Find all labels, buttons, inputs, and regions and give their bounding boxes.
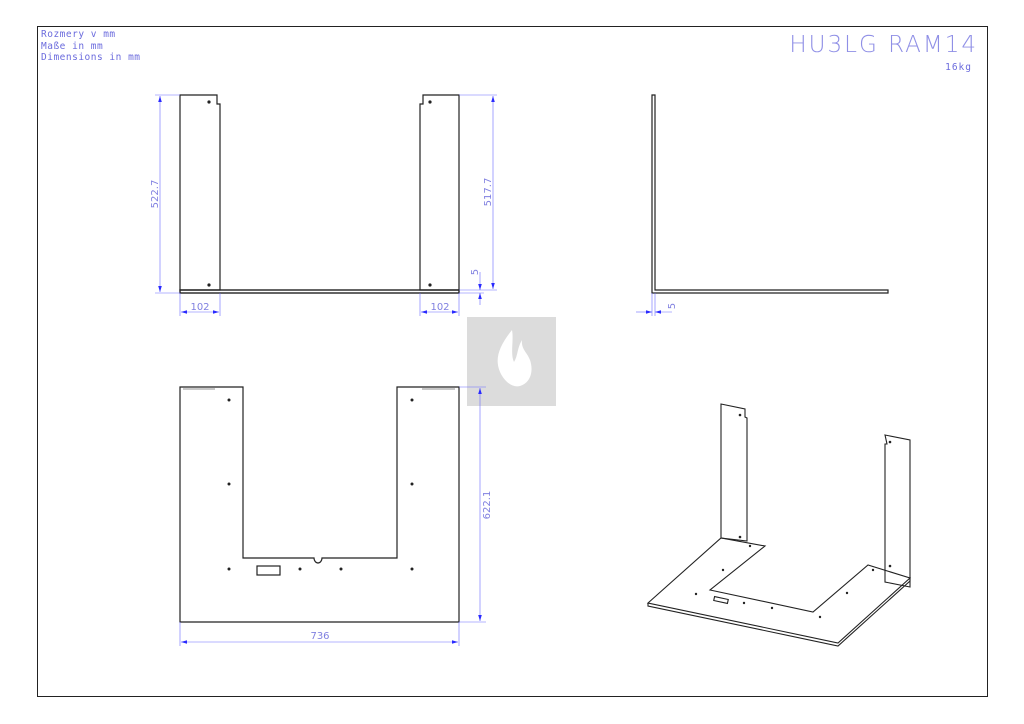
isometric-view xyxy=(646,403,912,647)
dim-front-left-width: 102 xyxy=(190,302,209,313)
note-sk: Rozmery v mm xyxy=(41,29,116,40)
note-en: Dimensions in mm xyxy=(41,52,141,63)
holes xyxy=(227,398,414,571)
dim-front-left-height: 522.7 xyxy=(150,180,161,209)
top-view xyxy=(179,386,460,623)
side-view xyxy=(651,94,889,294)
cutout-slot xyxy=(256,565,281,576)
units-notes: Rozmery v mm Maße in mm Dimensions in mm xyxy=(41,29,141,64)
dim-front-right-width: 102 xyxy=(430,302,449,313)
side-dimensions xyxy=(636,293,672,316)
note-de: Maße in mm xyxy=(41,40,104,52)
top-dimensions xyxy=(179,386,486,646)
front-view xyxy=(179,94,460,294)
holes xyxy=(207,100,432,287)
base-plate xyxy=(179,289,460,294)
left-leg xyxy=(179,94,221,291)
dim-front-base-thickness: 5 xyxy=(470,269,481,275)
dim-top-width: 736 xyxy=(310,631,329,642)
drawing-frame xyxy=(37,26,988,697)
iso-left-leg xyxy=(720,403,748,542)
flame-icon xyxy=(467,317,556,406)
drawing-title: HU3LG RAM14 xyxy=(789,32,978,58)
dim-side-thickness: 5 xyxy=(667,303,678,309)
right-leg xyxy=(419,94,460,291)
iso-right-leg xyxy=(884,434,911,588)
weight-label: 16kg xyxy=(945,62,972,73)
front-dimensions xyxy=(155,94,497,316)
dim-top-depth: 622.1 xyxy=(482,491,493,520)
dim-front-right-height: 517.7 xyxy=(483,178,494,207)
iso-base xyxy=(646,537,912,644)
